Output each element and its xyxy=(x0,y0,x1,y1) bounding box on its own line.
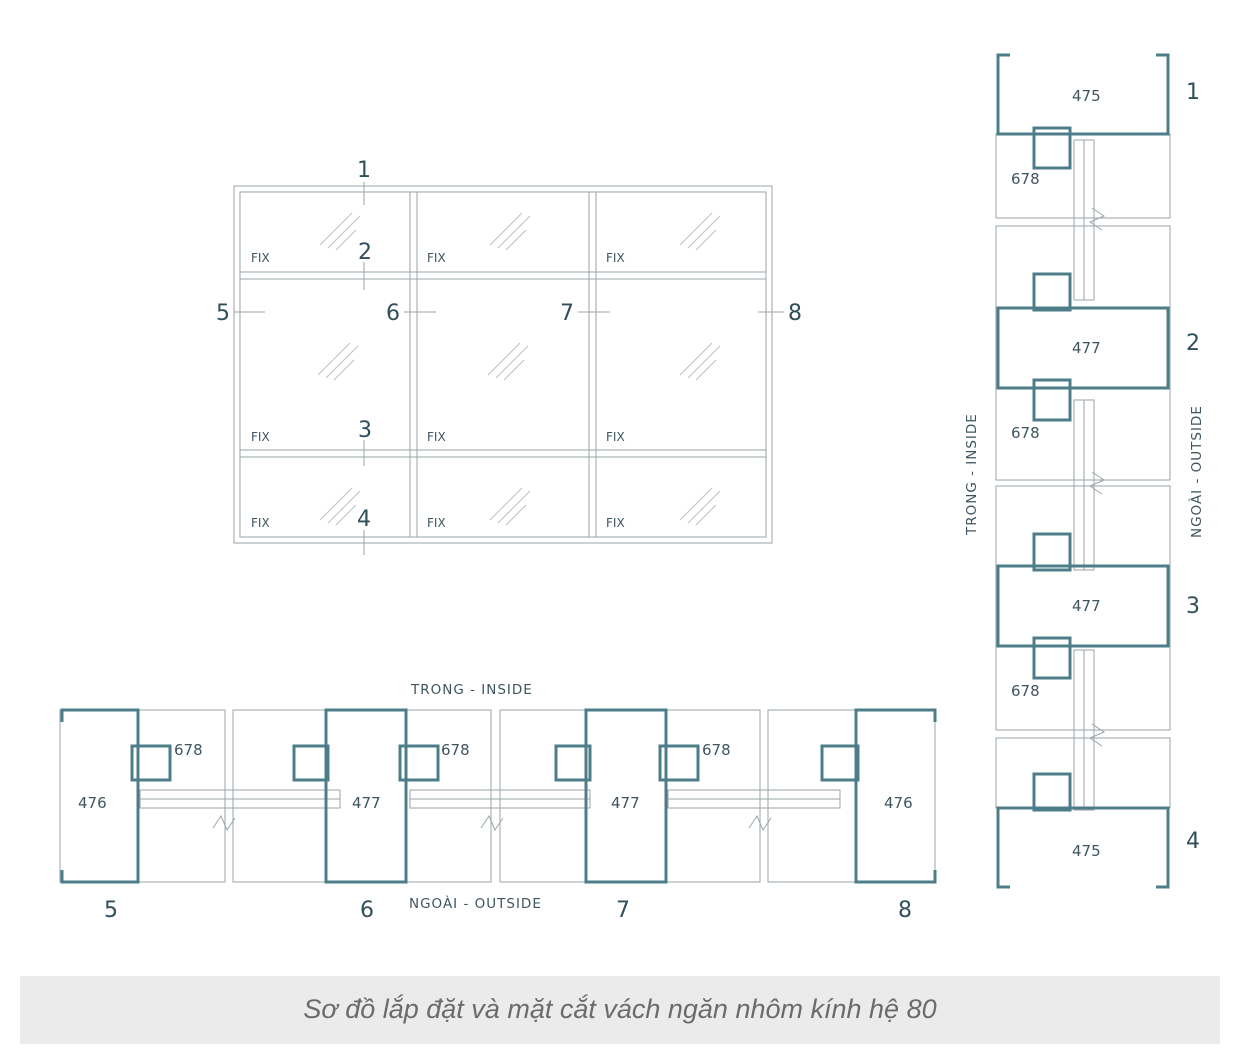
panel-label: FIX xyxy=(606,430,625,444)
profile-code: 678 xyxy=(1011,682,1040,700)
profile-477-d xyxy=(996,564,1170,648)
profile-code: 678 xyxy=(174,741,203,759)
profile-678-h xyxy=(1032,272,1072,312)
section-number-1: 1 xyxy=(1186,80,1200,105)
section-number-2: 2 xyxy=(1186,331,1200,356)
section-marker-2: 2 xyxy=(358,240,372,265)
profile-code: 678 xyxy=(441,741,470,759)
outside-label: NGOÀI - OUTSIDE xyxy=(409,895,542,912)
figure-caption: Sơ đồ lắp đặt và mặt cắt vách ngăn nhôm … xyxy=(303,994,937,1024)
panel-label: FIX xyxy=(251,430,270,444)
profile-678-k xyxy=(1032,636,1072,680)
section-marker-4: 4 xyxy=(357,507,371,532)
section-number-6: 6 xyxy=(360,898,374,923)
panel-label: FIX xyxy=(427,516,446,530)
profile-477-c xyxy=(996,306,1170,390)
wall-box-8 xyxy=(767,709,936,883)
profile-678-l xyxy=(1032,772,1072,812)
wall-box-4 xyxy=(995,737,1171,809)
profile-678-g xyxy=(1032,126,1072,170)
section-number-8: 8 xyxy=(898,898,912,923)
profile-code: 678 xyxy=(1011,424,1040,442)
profile-code: 477 xyxy=(352,794,381,812)
section-marker-8: 8 xyxy=(788,301,802,326)
inside-label: TRONG - INSIDE xyxy=(410,682,533,698)
profile-678-f xyxy=(820,744,860,782)
profile-475-top xyxy=(996,53,1170,136)
wall-box-2 xyxy=(995,225,1171,481)
elevation-view: FIX FIX FIX FIX FIX FIX FIX FIX FIX 1 2 … xyxy=(216,158,802,555)
profile-678-b xyxy=(292,744,330,782)
panel-label: FIX xyxy=(251,251,270,265)
section-number-7: 7 xyxy=(616,898,630,923)
profile-code: 477 xyxy=(1072,597,1101,615)
section-marker-1: 1 xyxy=(357,158,371,183)
profile-code: 678 xyxy=(702,741,731,759)
break-mark xyxy=(480,814,504,832)
profile-code: 477 xyxy=(1072,339,1101,357)
outside-label-vertical: NGOÀI - OUTSIDE xyxy=(1188,405,1205,538)
profile-678-c xyxy=(398,744,440,782)
section-marker-5: 5 xyxy=(216,301,230,326)
section-marker-7: 7 xyxy=(560,301,574,326)
break-mark xyxy=(1088,207,1106,231)
profile-code: 477 xyxy=(611,794,640,812)
panel-label: FIX xyxy=(251,516,270,530)
inner-frame xyxy=(239,191,767,538)
section-number-4: 4 xyxy=(1186,829,1200,854)
panel-label: FIX xyxy=(606,251,625,265)
profile-code: 678 xyxy=(1011,170,1040,188)
panel-label: FIX xyxy=(606,516,625,530)
profile-678-e xyxy=(658,744,700,782)
profile-code: 476 xyxy=(78,794,107,812)
horizontal-section: TRONG - INSIDE NGOÀI - OUTSIDE xyxy=(59,682,937,923)
profile-678-j xyxy=(1032,532,1072,572)
break-mark xyxy=(1088,723,1106,747)
profile-code: 475 xyxy=(1072,842,1101,860)
wall-box-3 xyxy=(995,485,1171,731)
caption-bar: Sơ đồ lắp đặt và mặt cắt vách ngăn nhôm … xyxy=(20,976,1220,1044)
profile-475-bottom xyxy=(996,806,1170,889)
profile-678-a xyxy=(130,744,172,782)
profile-476-right xyxy=(854,708,937,884)
break-mark xyxy=(748,814,772,832)
profile-678-i xyxy=(1032,378,1072,422)
profile-code: 476 xyxy=(884,794,913,812)
panel-label: FIX xyxy=(427,251,446,265)
vertical-section: 475 678 477 678 477 678 475 TRONG - INSI… xyxy=(964,53,1205,889)
section-number-3: 3 xyxy=(1186,594,1200,619)
glass-vertical xyxy=(1073,139,1095,811)
profile-477-b xyxy=(584,708,668,884)
break-mark xyxy=(1088,471,1106,495)
inside-label-vertical: TRONG - INSIDE xyxy=(964,413,980,536)
profile-678-d xyxy=(554,744,592,782)
section-marker-3: 3 xyxy=(358,418,372,443)
outer-frame xyxy=(233,185,773,544)
section-number-5: 5 xyxy=(104,898,118,923)
profile-code: 475 xyxy=(1072,87,1101,105)
glass-bands xyxy=(139,789,841,809)
section-marker-6: 6 xyxy=(386,301,400,326)
wall-box-5 xyxy=(59,709,226,883)
panel-label: FIX xyxy=(427,430,446,444)
glass-hatch-marks xyxy=(317,212,721,526)
break-mark xyxy=(212,814,236,832)
profile-477-a xyxy=(324,708,408,884)
profile-476-left xyxy=(60,708,140,884)
